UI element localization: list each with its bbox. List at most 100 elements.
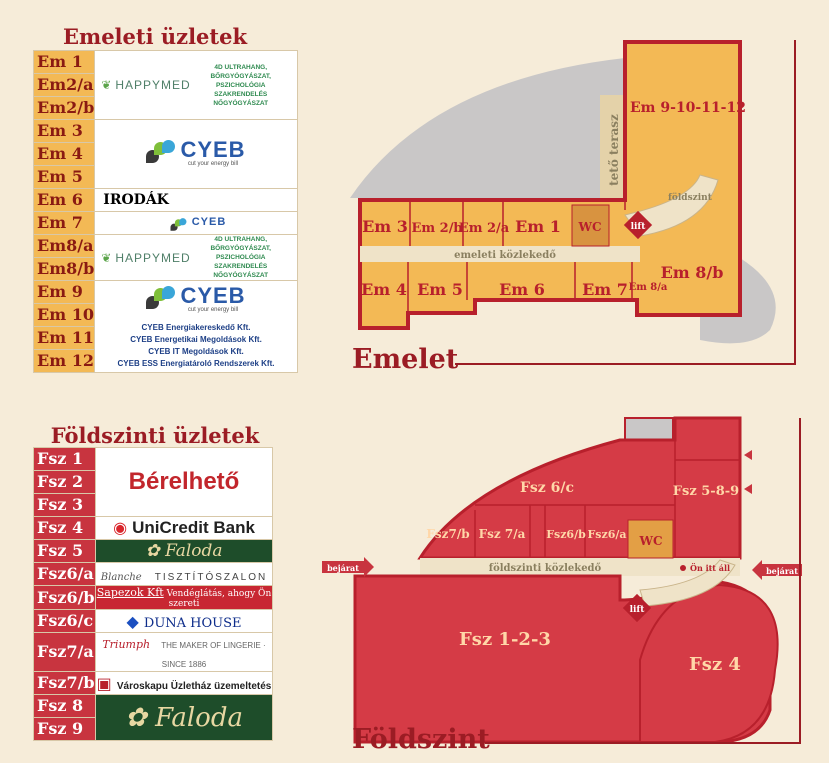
cyeb-drops-icon [146,286,176,312]
upper-gray-area [350,58,625,198]
upper-frame-line [455,40,796,365]
code-fsz-5[interactable]: Fsz 5 [33,539,96,563]
entrance-arrow-icon [744,484,752,494]
code-em-11[interactable]: Em 11 [32,326,96,350]
tenant-duna-house[interactable]: ◆ DUNA HOUSE [95,609,273,633]
code-em-3[interactable]: Em 3 [32,119,96,143]
tenant-irodak[interactable]: IRODÁK [94,188,298,212]
tenant-sapezok[interactable]: Sapezok Kft Vendéglátás, ahogy Ön szeret… [95,585,273,610]
unicredit-icon: ◉ [113,518,128,537]
svg-text:Em 6: Em 6 [499,280,545,299]
tenant-cyeb-2[interactable]: CYEB cut your energy bill CYEB Energiake… [94,280,298,373]
code-em-7[interactable]: Em 7 [32,211,96,235]
tenant-varoskapu[interactable]: ▣ Városkapu Üzletház üzemeltetés [95,671,273,695]
upper-gray-round [700,258,776,344]
upper-corridor [360,246,640,262]
ground-frame-line [485,418,801,744]
code-em2b[interactable]: Em2/b [32,96,96,120]
ground-lift-icon [622,593,652,623]
upper-unit-labels: Em 9-10-11-12 Em 3 Em 2/b Em 2/a Em 1 WC… [361,100,746,299]
code-em-9[interactable]: Em 9 [32,280,96,304]
code-em-4[interactable]: Em 4 [32,142,96,166]
svg-text:Em 8/b: Em 8/b [661,263,724,282]
cyeb-logo: CYEB cut your energy bill [146,285,245,313]
code-fsz-4[interactable]: Fsz 4 [33,516,96,540]
duna-house-icon: ◆ [126,611,139,631]
svg-text:Fsz6/b: Fsz6/b [546,528,586,541]
code-em-10[interactable]: Em 10 [32,303,96,327]
entrance-left: bejárat [322,557,374,577]
tenant-blanche[interactable]: Blanche TISZTÍTÓSZALON [95,562,273,586]
faloda-emblem-icon: ✿ [145,541,166,561]
code-fsz7b[interactable]: Fsz7/b [33,671,96,695]
svg-text:Em 8/a: Em 8/a [629,282,668,293]
ground-wc [627,519,674,559]
svg-text:lift: lift [631,222,647,232]
tenant-triumph[interactable]: Triumph THE MAKER OF LINGERIE · SINCE 18… [95,632,273,672]
ground-upper-block [417,416,742,560]
svg-text:lift: lift [630,605,646,615]
tenant-berelheto[interactable]: Bérelhető [95,447,273,517]
code-fsz6b[interactable]: Fsz6/b [33,585,96,610]
upper-stairs [624,174,719,237]
you-are-here-label: Ön itt áll [690,563,730,573]
code-fsz7a[interactable]: Fsz7/a [33,632,96,672]
upper-outline [358,40,742,330]
leaf-icon: ❦ [101,250,113,265]
varoskapu-icon: ▣ [96,673,112,693]
code-em2a[interactable]: Em2/a [32,73,96,97]
ground-stairs [639,559,736,607]
happymed-logo: ❦HAPPYMED [101,78,191,92]
happymed-desc: 4D ULTRAHANG, BŐRGYÓGYÁSZAT, PSZICHOLÓGI… [210,63,271,107]
upper-corridor-label: emeleti közlekedő [454,250,556,261]
happymed-desc: 4D ULTRAHANG, BŐRGYÓGYÁSZAT, PSZICHOLÓGI… [210,236,271,279]
cyeb-drops-icon [146,139,176,166]
tenant-unicredit[interactable]: ◉ UniCredit Bank [95,516,273,540]
svg-text:Em 1: Em 1 [515,217,561,236]
tenant-cyeb-small[interactable]: CYEB [94,211,298,235]
code-em-12[interactable]: Em 12 [32,349,96,373]
svg-text:bejárat: bejárat [327,563,359,573]
terrace-area [600,95,625,200]
ground-directory-table: Fsz 1 Bérelhető Fsz 2 Fsz 3 Fsz 4 ◉ UniC… [33,447,273,741]
svg-text:Fsz 7/a: Fsz 7/a [479,527,526,541]
code-em-1[interactable]: Em 1 [32,50,96,74]
code-em-5[interactable]: Em 5 [32,165,96,189]
code-fsz-8[interactable]: Fsz 8 [33,694,96,718]
tenant-faloda-2[interactable]: ✿ Faloda [95,694,273,741]
code-em-6[interactable]: Em 6 [32,188,96,212]
code-fsz6a[interactable]: Fsz6/a [33,562,96,586]
ground-lower-block [353,574,772,744]
code-fsz-1[interactable]: Fsz 1 [33,447,96,471]
tenant-cyeb-1[interactable]: CYEB cut your energy bill [94,119,298,189]
ground-unit-labels: Fsz 6/c Fsz 5-8-9 Fsz7/b Fsz 7/a Fsz6/b … [426,480,741,675]
cyeb-company-list: CYEB Energiakereskedő Kft. CYEB Energeti… [117,323,275,368]
svg-text:Em 9-10-11-12: Em 9-10-11-12 [630,100,746,116]
leaf-icon: ❦ [101,78,113,92]
upper-directory-table: Em 1 ❦HAPPYMED 4D ULTRAHANG, BŐRGYÓGYÁSZ… [32,50,298,373]
code-em8a[interactable]: Em8/a [32,234,96,258]
tenant-happymed-1[interactable]: ❦HAPPYMED 4D ULTRAHANG, BŐRGYÓGYÁSZAT, P… [94,50,298,120]
code-fsz-3[interactable]: Fsz 3 [33,493,96,517]
svg-text:Em 7: Em 7 [582,280,628,299]
svg-text:bejárat: bejárat [766,566,798,576]
code-fsz-9[interactable]: Fsz 9 [33,717,96,741]
upper-directory-title: Emeleti üzletek [62,24,248,49]
svg-text:Fsz6/a: Fsz6/a [587,528,626,541]
terrace-label: tető terasz [607,114,621,186]
code-fsz-2[interactable]: Fsz 2 [33,470,96,494]
svg-text:Em 2/b: Em 2/b [411,221,462,236]
upper-dividers [407,200,633,313]
svg-text:Fsz 1-2-3: Fsz 1-2-3 [459,629,551,650]
tenant-faloda-1[interactable]: ✿ Faloda [95,539,273,563]
svg-text:Fsz 4: Fsz 4 [689,654,741,675]
code-fsz6c[interactable]: Fsz6/c [33,609,96,633]
ground-corridor [420,558,740,576]
code-em8b[interactable]: Em8/b [32,257,96,281]
svg-text:Em 4: Em 4 [361,280,407,299]
svg-text:Em 2/a: Em 2/a [459,221,510,236]
svg-text:WC: WC [638,534,662,548]
tenant-happymed-2[interactable]: ❦HAPPYMED 4D ULTRAHANG, BŐRGYÓGYÁSZAT, P… [94,234,298,281]
upper-floor-label: Emelet [352,344,459,375]
ground-directory-title: Földszinti üzletek [50,423,260,448]
